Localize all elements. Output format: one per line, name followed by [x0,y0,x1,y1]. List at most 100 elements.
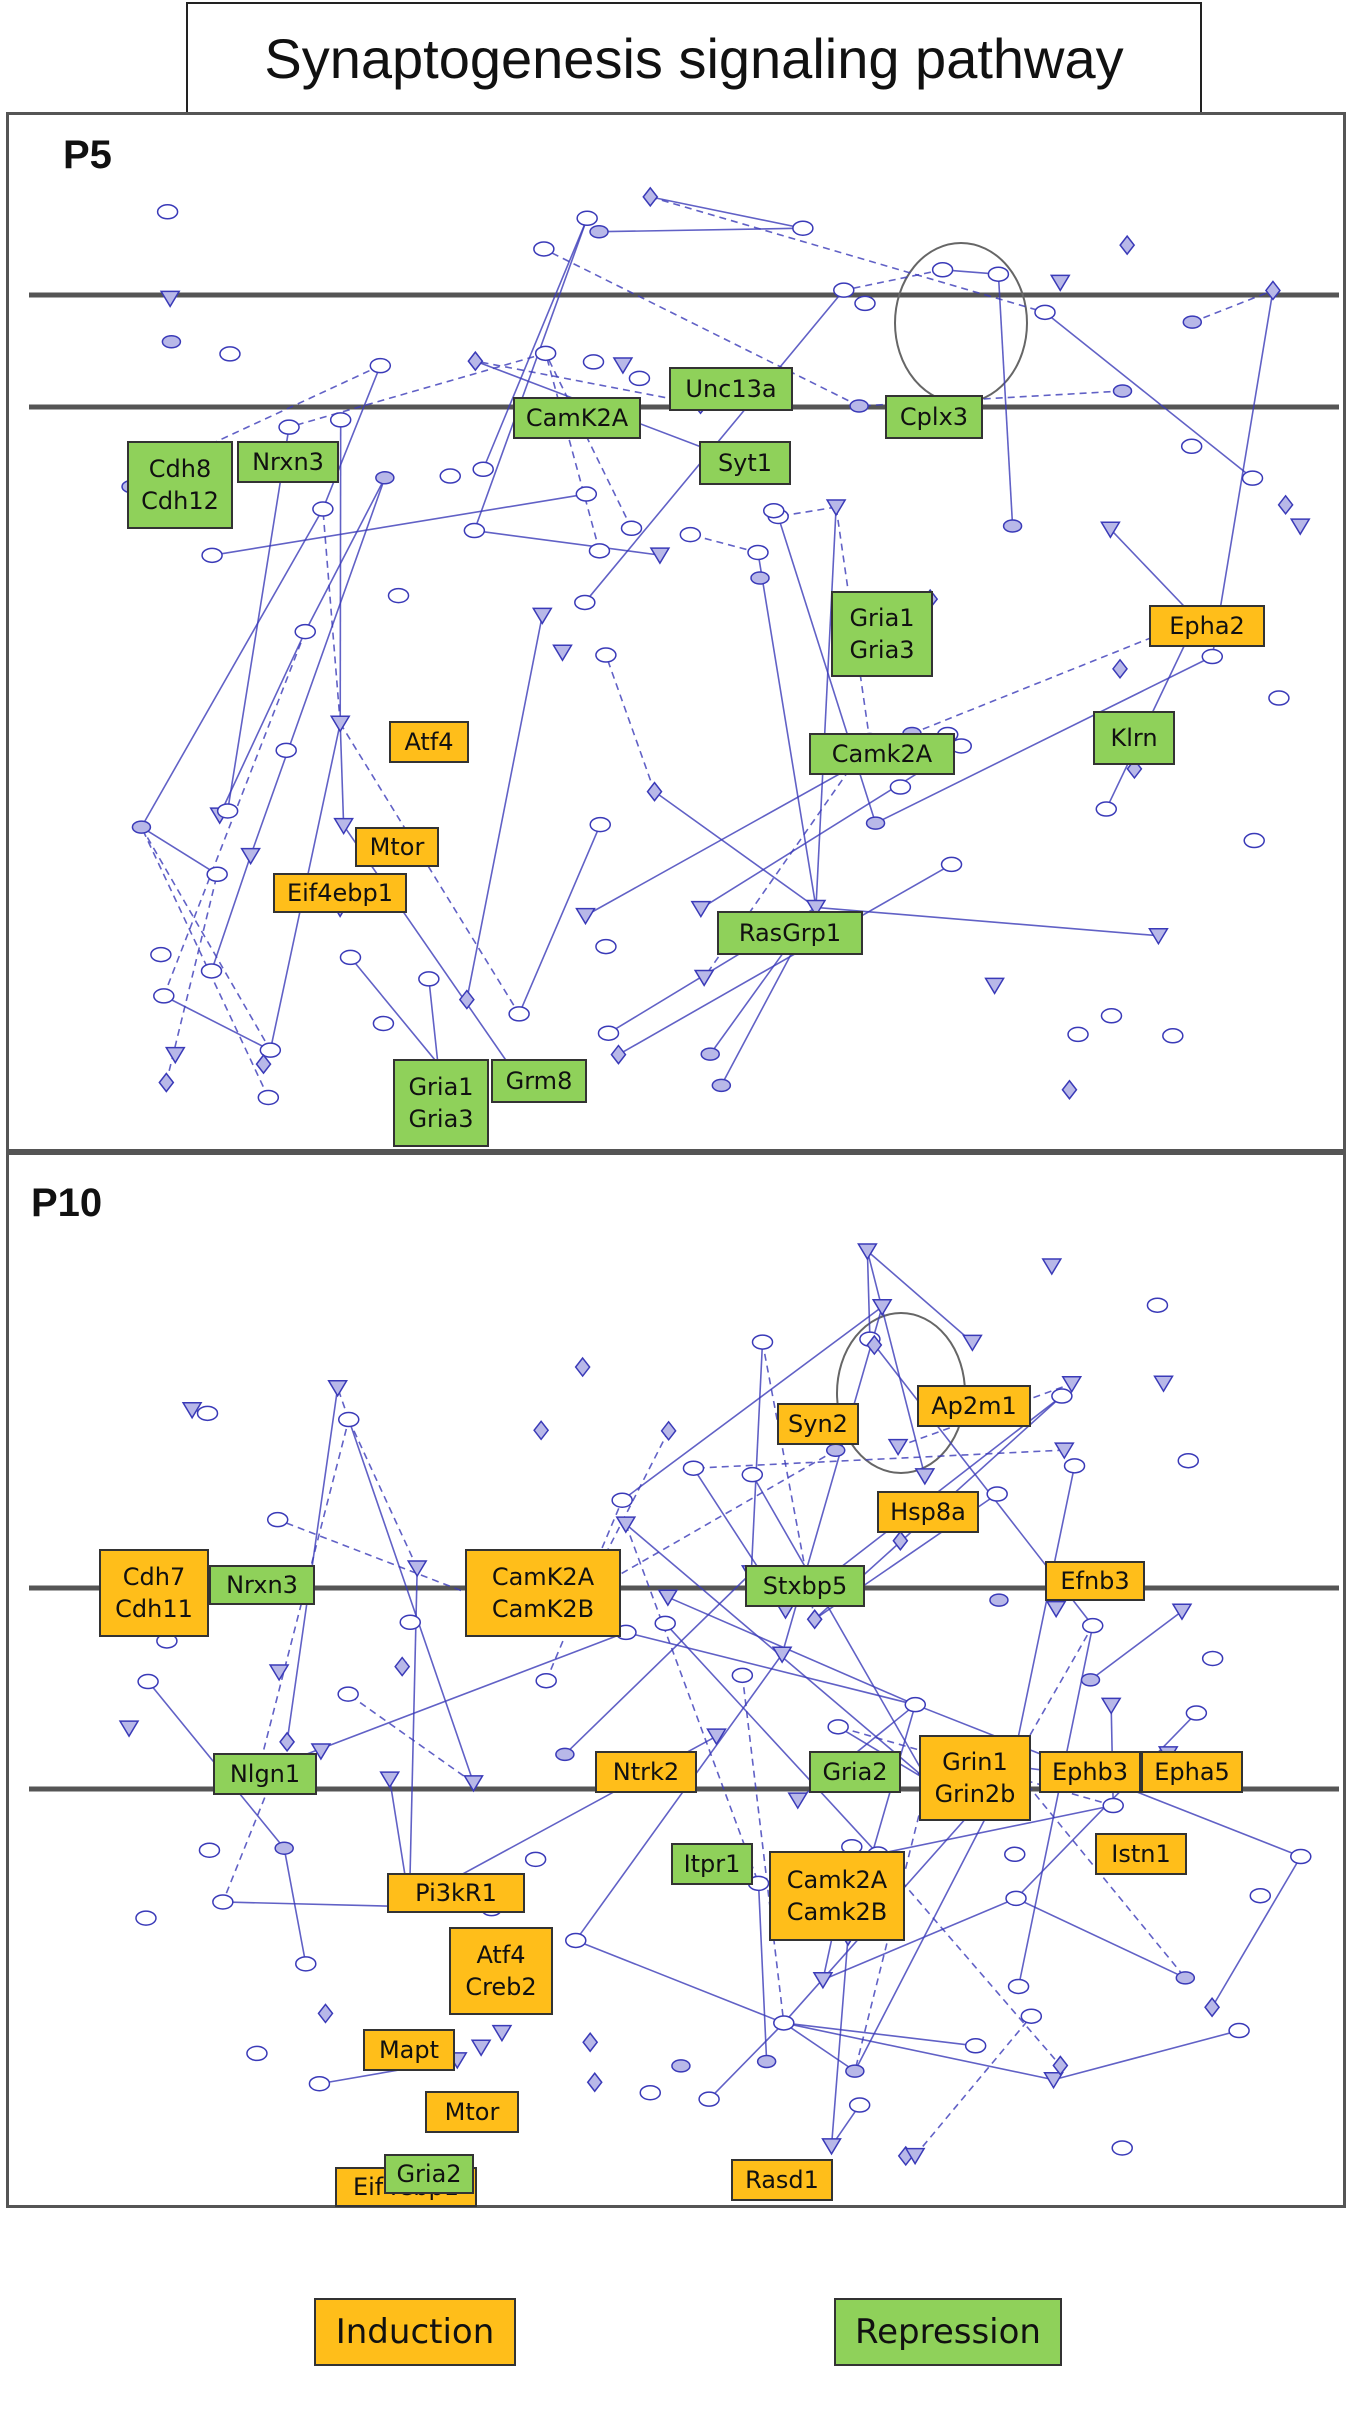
pathway-node [914,1468,936,1486]
pathway-node [1100,521,1121,539]
pathway-node [394,1656,411,1677]
pathway-node [1051,1388,1073,1404]
pathway-node [904,2147,926,2166]
pathway-node [610,1044,627,1065]
pathway-node [369,357,392,374]
pathway-edge [1192,289,1274,323]
pathway-node [295,1956,317,1972]
pathway-edge [667,1596,916,1706]
pathway-edge [575,1653,783,1941]
gene-label-grm8: Grm8 [491,1059,587,1103]
panel-label-p10: P10 [31,1181,103,1225]
pathway-node [812,1972,834,1990]
pathway-node [200,963,223,979]
pathway-edge [474,529,661,556]
pathway-node [156,204,179,220]
pathway-edge [750,1342,764,1573]
pathway-node [845,2064,865,2078]
pathway-node [586,2072,603,2093]
gene-label-syt1: Syt1 [699,441,791,485]
pathway-node [1061,1079,1078,1100]
pathway-node [1243,832,1265,849]
pathway-node [747,544,769,561]
pathway-node [773,2015,795,2031]
pathway-edge [140,826,272,1051]
pathway-node [196,1405,219,1422]
pathway-edge [914,2015,1032,2157]
pathway-node [555,1747,575,1762]
pathway-node [639,2084,662,2101]
pathway-node [467,350,484,372]
pathway-edge [226,427,290,812]
pathway-node [1041,1258,1063,1276]
pathway-node [399,1614,422,1631]
pathway-edge [650,196,1046,314]
pathway-node [159,290,181,308]
pathway-node [1052,2055,1069,2076]
pathway-node [679,526,702,543]
pathway-node [1100,1008,1123,1024]
pathway-node [1241,470,1264,486]
pathway-edge [518,824,601,1015]
pathway-node [310,1743,332,1761]
pathway-node [787,1792,809,1810]
pathway-node [1153,1375,1174,1393]
pathway-node [329,715,351,733]
pathway-node [660,1420,677,1442]
pathway-node [576,210,598,227]
pathway-node [700,1047,720,1061]
pathway-node [1249,1887,1272,1904]
pathway-node [871,1298,893,1317]
pathway-node [854,295,876,312]
pathway-node [611,1492,633,1508]
pathway-edge [599,227,803,233]
gene-label-atf4-creb2: Atf4 Creb2 [449,1927,553,2015]
pathway-node [274,1841,294,1855]
pathway-node [153,988,175,1004]
pathway-edge [875,655,1213,824]
pathway-edge [866,1250,926,1477]
pathway-edge [277,1518,540,1622]
pathway-node [741,1466,764,1483]
pathway-node [470,2039,492,2057]
pathway-node [1080,1673,1101,1687]
pathway-edge [866,1250,871,1340]
pathway-node [1004,1846,1026,1863]
pathway-node [1045,1600,1067,1619]
pathway-edge [1109,528,1198,621]
pathway-node [1204,1997,1221,2018]
pathway-node [1148,927,1169,946]
pathway-node [984,977,1005,995]
pathway-edge [815,507,837,908]
pathway-node [1005,1890,1027,1907]
pathway-node [751,1334,774,1350]
pathway-edge [650,196,804,230]
gene-label-cdh8-cdh12: Cdh8 Cdh12 [127,441,233,529]
pathway-node [219,346,241,362]
gene-label-efnb3: Efnb3 [1045,1561,1145,1601]
pathway-node [1043,2071,1064,2090]
pathway-node [164,1046,186,1065]
pathway-node [693,969,715,987]
gene-label-rasd1: Rasd1 [731,2159,833,2201]
pathway-node [806,1609,823,1630]
pathway-node [181,1402,203,1420]
pathway-node [1268,690,1290,706]
pathway-node [1264,280,1281,301]
pathway-node [206,866,228,883]
pathway-node [255,1053,272,1075]
pathway-edge [822,1897,1017,1981]
pathway-node [308,2075,331,2092]
pathway-edge [618,863,952,1056]
pathway-node [406,1560,428,1578]
pathway-edge [783,2022,1054,2081]
pathway-edge [866,1250,973,1343]
pathway-node [472,461,494,478]
pathway-edge [1011,1465,1076,1767]
pathway-edge [141,826,218,875]
pathway-edge [1044,311,1254,479]
pathway-node [857,1243,878,1261]
pathway-node [439,468,461,484]
pathway-node [161,334,182,349]
pathway-node [986,1486,1008,1502]
